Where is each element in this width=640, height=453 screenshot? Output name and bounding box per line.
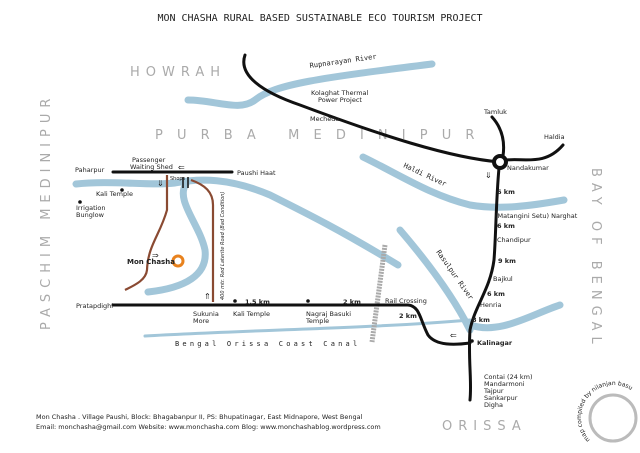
compiler-stamp: map compiled by nilanjan basu [576, 380, 638, 443]
direction-arrows: ⇐ ⇓ ⇒ ⇑ ⇓ ⇐ [152, 163, 492, 340]
label-mon-chasha[interactable]: Mon Chasha [127, 258, 175, 266]
label-sankarpur: Sankarpur [484, 394, 518, 402]
distance-label: 6 km [497, 222, 515, 230]
label-sukunia: Sukunia [193, 310, 219, 318]
label-tamluk: Tamluk [483, 108, 507, 116]
village-road [124, 175, 169, 291]
river-loop [144, 180, 209, 296]
label-narghat: (Matangini Setu) Narghat [495, 212, 578, 220]
label-kolaghat: Kolaghat Thermal [311, 89, 369, 97]
arrow-down-icon: ⇓ [485, 171, 492, 180]
label-irrigation: Irrigation [76, 204, 106, 212]
footer-address: Mon Chasha . Village Paushi, Block: Bhag… [36, 413, 363, 421]
label-shed: Passenger [132, 156, 166, 164]
road-pratapdighi [111, 303, 472, 346]
label-chandipur: Chandipur [497, 236, 531, 244]
region-orissa: ORISSA [442, 419, 527, 434]
kasai-river [72, 176, 402, 269]
kali-temple-2-dot [233, 299, 237, 303]
map-title: MON CHASHA RURAL BASED SUSTAINABLE ECO T… [157, 13, 482, 24]
footer-contact[interactable]: Email: monchasha@gmail.com Website: www.… [36, 423, 381, 431]
mon-chasha-marker[interactable] [171, 254, 185, 268]
distance-label: 2 km [343, 298, 361, 306]
label-tajpur: Tajpur [483, 387, 504, 395]
irrigation-dot [78, 200, 82, 204]
rupnarayan-label: Rupnarayan River [309, 53, 377, 70]
arrow-right-icon: ⇒ [152, 251, 159, 260]
distance-label: 6 km [497, 188, 515, 196]
region-purba-medinipur: P U R B A M E D I N I P U R [155, 128, 479, 143]
rasulpur-label: Rasulpur River [434, 249, 474, 302]
laterite-road [190, 178, 215, 302]
label-shops: Shops [170, 176, 186, 182]
label-kali-temple-2: Kali Temple [233, 310, 270, 318]
coast-canal [143, 318, 472, 338]
label-shed-2: Waiting Shed [130, 163, 173, 171]
arrow-up-icon: ⇑ [204, 292, 211, 301]
haldi-river [359, 153, 568, 211]
region-howrah: HOWRAH [130, 65, 226, 80]
nagraj-dot [306, 299, 310, 303]
label-bunglow: Bunglow [76, 211, 105, 219]
region-paschim-medinipur: PASCHIM MEDINIPUR [39, 93, 54, 330]
road-tamluk [490, 115, 506, 158]
label-pratapdighi: Pratapdighi [76, 302, 113, 310]
label-bajkul: Bajkul [493, 275, 513, 283]
arrow-left-icon: ⇐ [450, 331, 457, 340]
distance-label: 8 km [472, 316, 490, 324]
distance-label: 2 km [399, 312, 417, 320]
label-paushi-haat: Paushi Haat [237, 169, 276, 177]
bridge-icon [182, 177, 189, 188]
railway-line [369, 244, 388, 343]
road-nh [242, 53, 502, 164]
canal-label: Bengal Orissa Coast Canal [175, 340, 360, 348]
label-laterite-road: 400 mtr. Red Laterite Road (Bad Conditio… [220, 192, 226, 300]
label-rail-crossing: Rail Crossing [385, 297, 427, 305]
road-south [467, 166, 501, 402]
kalinagar-dot [470, 339, 474, 343]
svg-text:map compiled by nilanjan basu: map compiled by nilanjan basu [576, 380, 634, 443]
label-nandakumar: Nandakumar [507, 164, 549, 172]
distance-label: 9 km [498, 257, 516, 265]
label-kalinagar: Kalinagar [477, 339, 513, 347]
label-mecheda: Mecheda [310, 115, 339, 123]
distance-label: 1.5 km [245, 298, 270, 306]
label-haldia: Haldia [544, 133, 565, 141]
label-nagraj-2: Temple [305, 317, 329, 325]
label-nagraj: Nagraj Basuki [306, 310, 351, 318]
kali-temple-dot [120, 188, 124, 192]
nandakumar-roundabout [492, 154, 508, 170]
label-kolaghat-2: Power Project [318, 96, 362, 104]
label-mandarmoni: Mandarmoni [484, 380, 525, 388]
label-kali-temple: Kali Temple [96, 190, 133, 198]
arrow-left-icon: ⇐ [178, 163, 185, 172]
label-contai: Contai (24 km) [484, 373, 533, 381]
label-more: More [193, 317, 209, 325]
road-haldia [504, 143, 565, 162]
river-branch [466, 301, 564, 332]
rupnarayan-river [184, 60, 436, 109]
region-bay-of-bengal: BAY OF BENGAL [588, 168, 603, 350]
label-paharpur: Paharpur [75, 166, 105, 174]
arrow-down-icon: ⇓ [157, 179, 164, 188]
distance-label: 6 km [487, 290, 505, 298]
label-digha: Digha [484, 401, 503, 409]
label-henria: Henria [480, 301, 501, 309]
